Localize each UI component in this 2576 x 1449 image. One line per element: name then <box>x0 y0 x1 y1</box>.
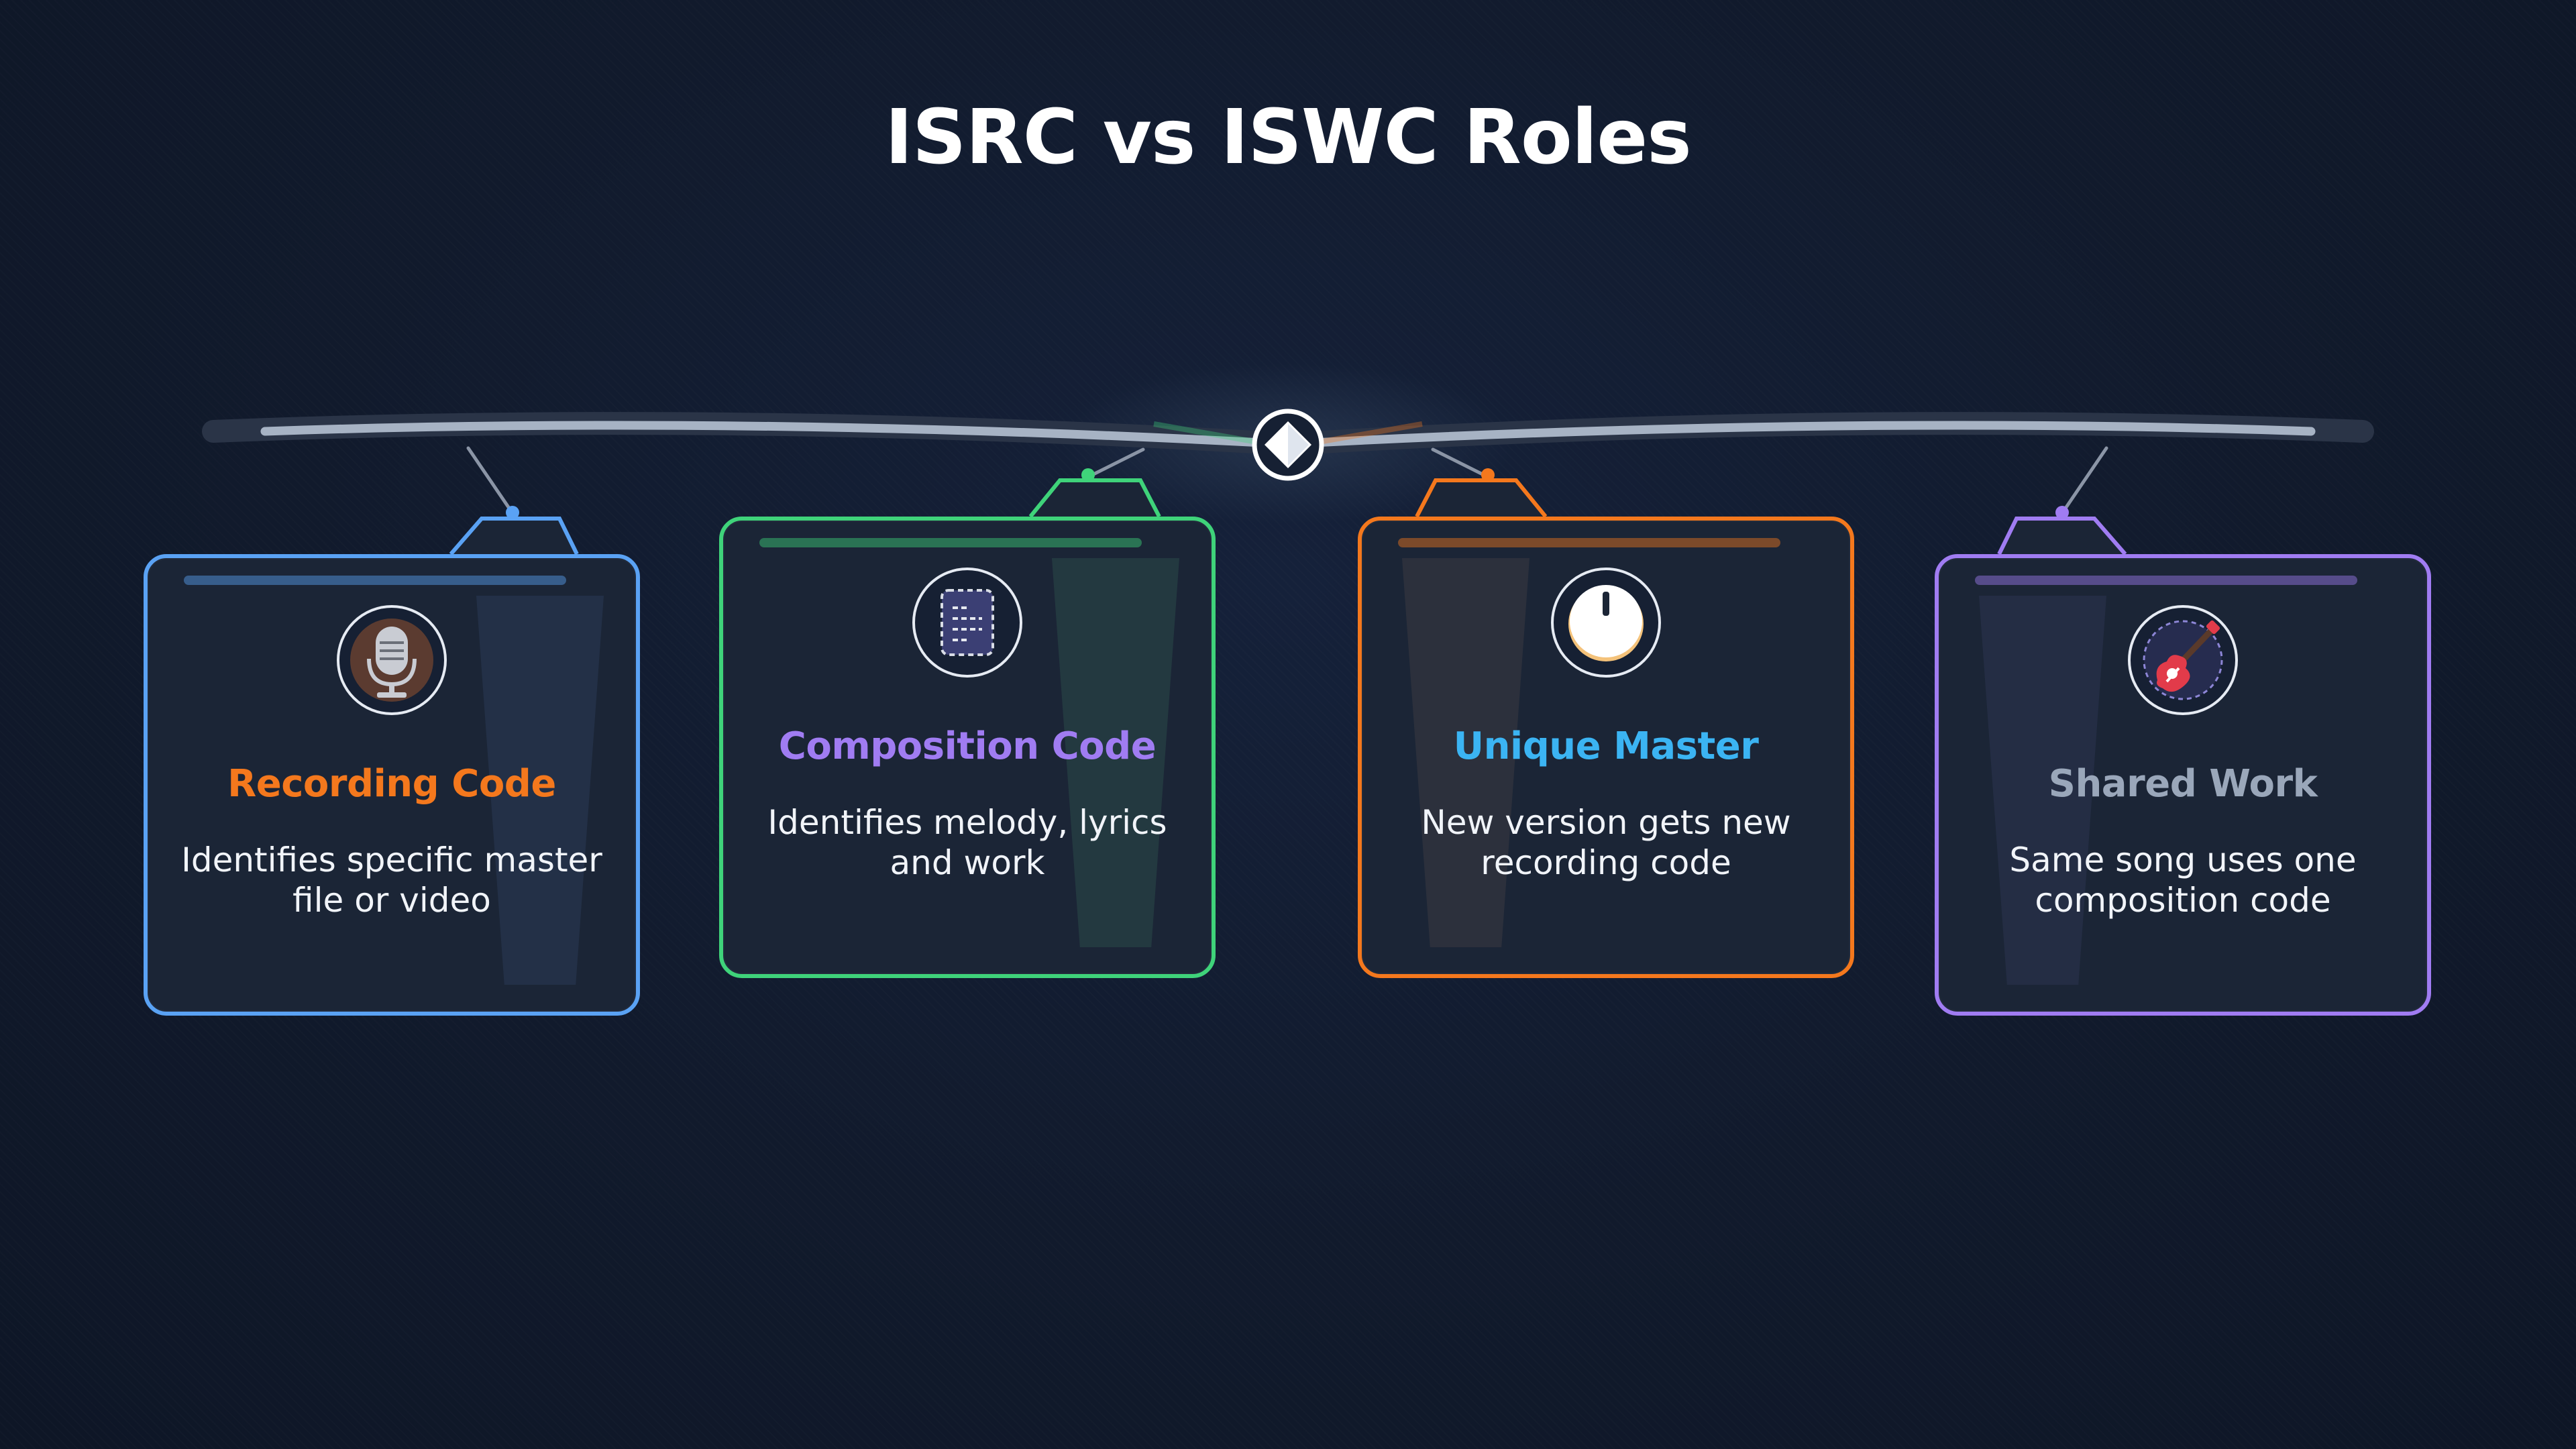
card-hangers <box>449 478 2127 555</box>
connector-lines <box>466 446 2108 513</box>
card-description: New version gets new recording code <box>1421 803 1791 882</box>
knob-icon <box>1551 568 1661 678</box>
guitar-icon <box>2128 605 2238 715</box>
card-heading: Unique Master <box>1453 724 1759 768</box>
card-top-bar <box>759 538 1142 547</box>
hanger-dots <box>506 468 2069 519</box>
card-description: Same song uses one composition code <box>2009 841 2357 920</box>
card-top-bar <box>1975 576 2357 585</box>
card-recording-code: Recording Code Identifies specific maste… <box>144 554 640 1016</box>
card-heading: Shared Work <box>2048 762 2318 806</box>
page-title: ISRC vs ISWC Roles <box>885 94 1692 181</box>
pivot-diamond-icon <box>1252 409 1324 481</box>
card-description: Identifies melody, lyrics and work <box>767 803 1167 882</box>
card-heading: Composition Code <box>778 724 1157 768</box>
card-description: Identifies specific master file or video <box>181 841 602 920</box>
card-top-bar <box>184 576 566 585</box>
card-composition-code: Composition Code Identifies melody, lyri… <box>719 517 1216 978</box>
card-heading: Recording Code <box>227 762 556 806</box>
document-icon <box>912 568 1022 678</box>
card-unique-master: Unique Master New version gets new recor… <box>1358 517 1854 978</box>
card-top-bar <box>1398 538 1780 547</box>
card-shared-work: Shared Work Same song uses one compositi… <box>1935 554 2431 1016</box>
microphone-icon <box>337 605 447 715</box>
